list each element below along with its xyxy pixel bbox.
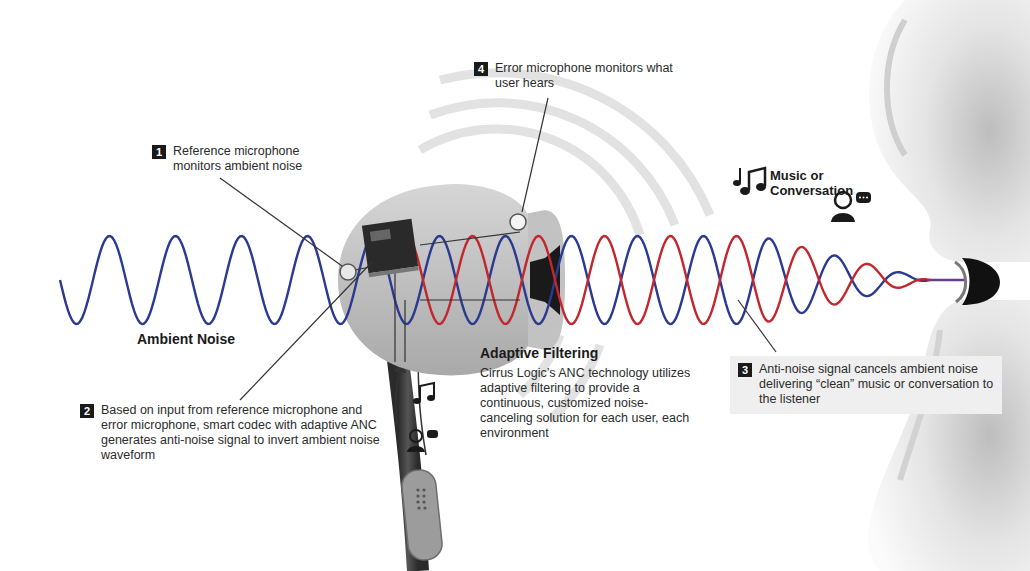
- callout: 1 Reference microphone monitors ambient n…: [152, 144, 342, 174]
- callout-number: 2: [80, 404, 94, 418]
- callout: 4 Error microphone monitors what user hea…: [474, 61, 674, 91]
- callout-number: 1: [152, 145, 166, 159]
- callout-text: Reference microphone monitors ambient no…: [173, 144, 342, 174]
- callout-text: Anti-noise signal cancels ambient noise …: [759, 362, 994, 407]
- callout-text: Error microphone monitors what user hear…: [495, 61, 674, 91]
- section-heading: Ambient Noise: [137, 331, 297, 348]
- wave-line: [400, 236, 930, 324]
- callout: 2 Based on input from reference microphon…: [80, 403, 380, 463]
- callout-number: 3: [738, 363, 752, 377]
- merged-wave: [930, 279, 964, 281]
- callout-box: 3 Anti-noise signal cancels ambient noise…: [730, 356, 1002, 414]
- error-microphone: [510, 214, 526, 230]
- codec-chip: [345, 219, 520, 362]
- section-heading: Adaptive Filtering: [480, 345, 700, 362]
- output-label: Music or Conversation: [770, 168, 828, 198]
- body-text: Cirrus Logic’s ANC technology utilizes a…: [480, 366, 695, 441]
- wave-line: [60, 236, 930, 324]
- reference-microphone: [340, 264, 356, 280]
- leader-lines: [220, 98, 776, 400]
- callout-number: 4: [474, 62, 488, 76]
- callout-text: Based on input from reference microphone…: [101, 403, 380, 463]
- sound-waves: [60, 236, 964, 324]
